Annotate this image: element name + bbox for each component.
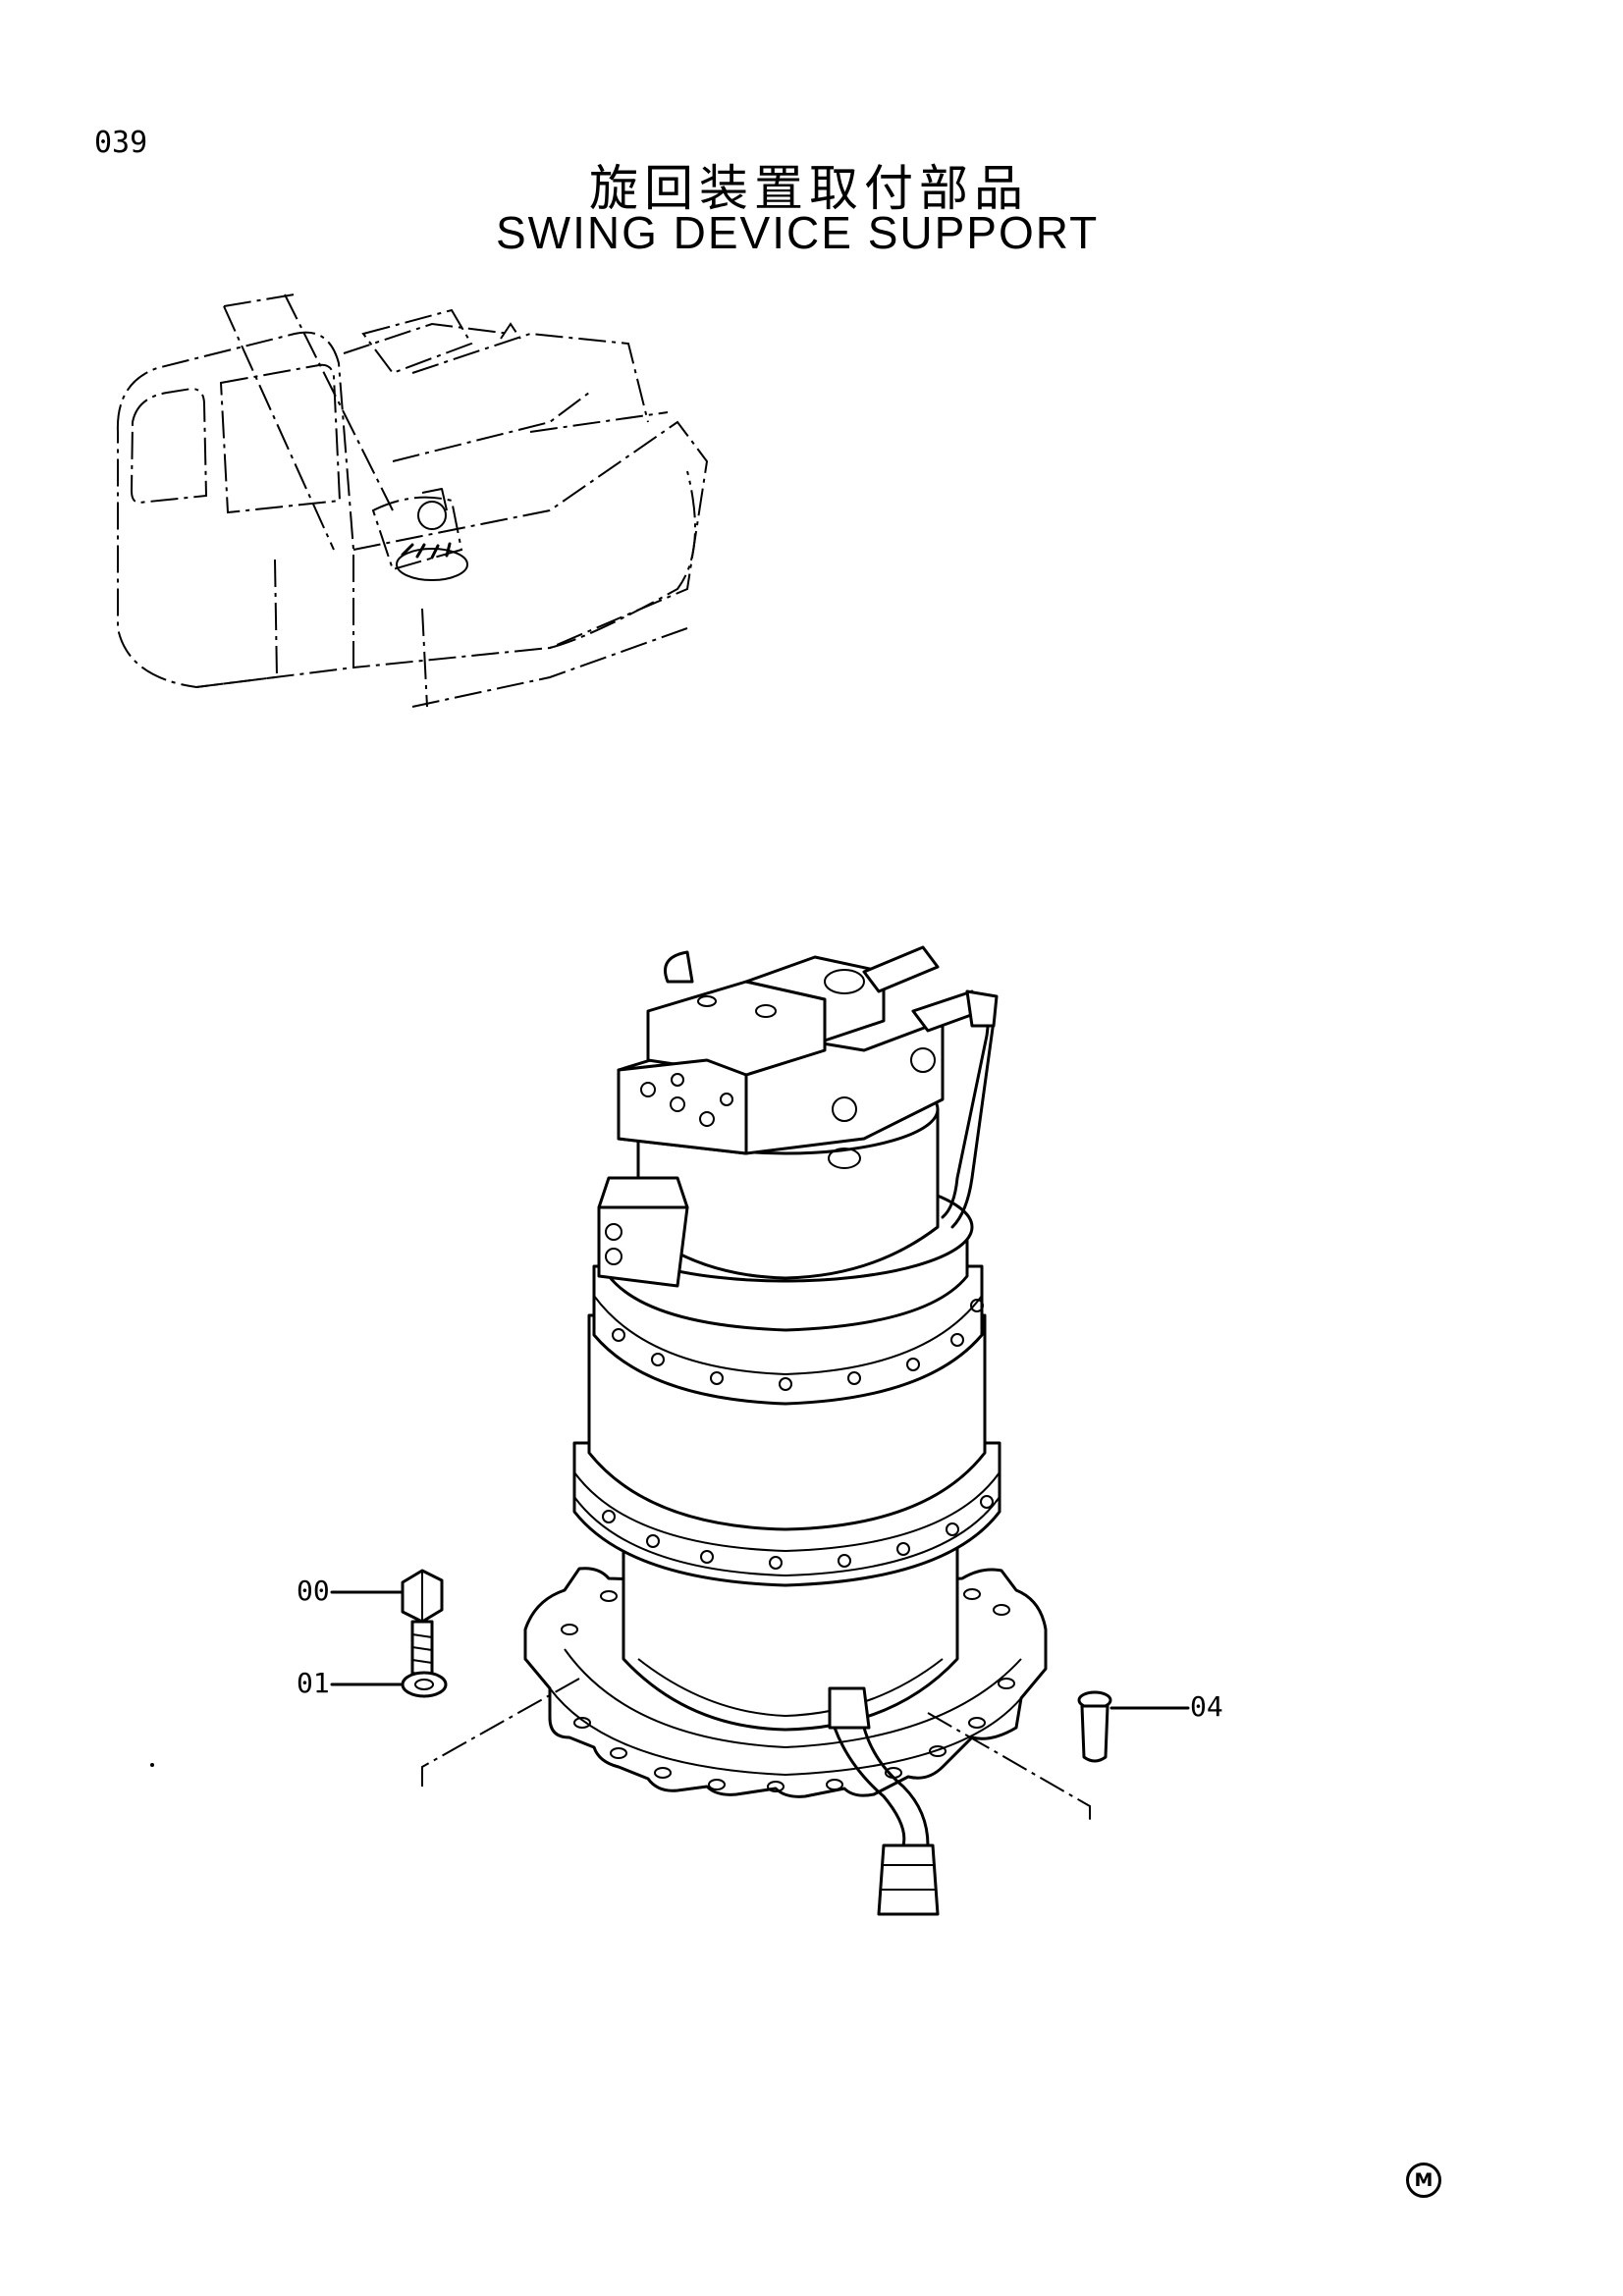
callout-01: 01 [297, 1667, 330, 1699]
swing-device [421, 945, 1091, 1916]
page-number: 039 [94, 126, 148, 160]
excavator-overview [116, 294, 709, 708]
footer-mark: M [1406, 2163, 1441, 2198]
part-bolt [330, 1569, 444, 1686]
lower-housing [622, 1539, 959, 1732]
part-washer [330, 1671, 448, 1698]
part-pin [1077, 1690, 1190, 1763]
callout-04: 04 [1190, 1690, 1223, 1723]
title-japanese: 旋回装置取付部品 [589, 160, 1029, 217]
callout-00: 00 [297, 1575, 330, 1607]
title-english: SWING DEVICE SUPPORT [496, 207, 1100, 258]
